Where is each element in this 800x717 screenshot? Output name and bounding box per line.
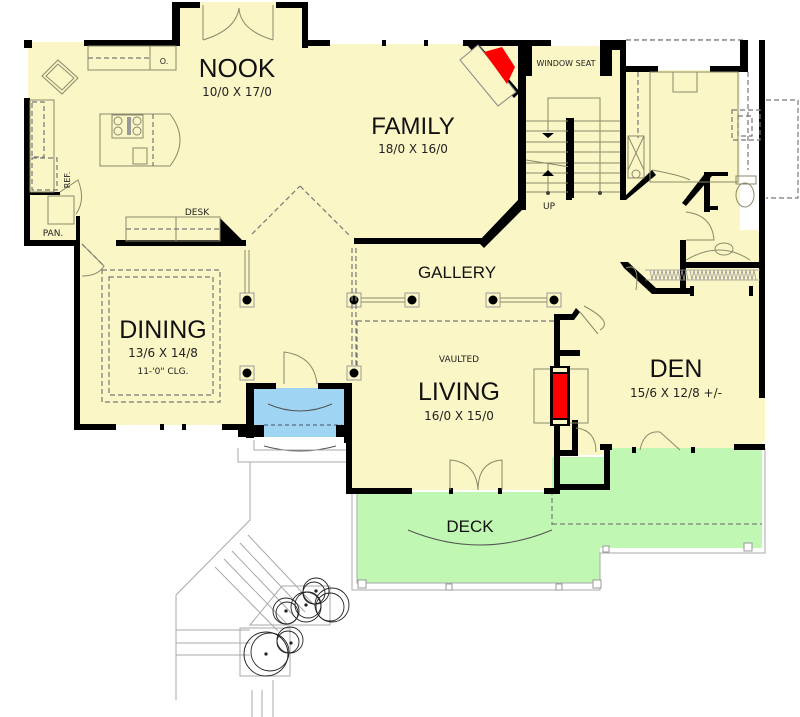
exterior-dashed bbox=[626, 39, 799, 199]
refrigerator-label: REF. bbox=[63, 172, 72, 188]
fixture-labels: DESK PAN. REF. O. WINDOW SEAT UP bbox=[43, 57, 596, 239]
room-labels: NOOK 10/0 X 17/0 FAMILY 18/0 X 16/0 DINI… bbox=[119, 53, 722, 536]
room-name-nook: NOOK bbox=[199, 53, 276, 83]
room-name-dining: DINING bbox=[119, 316, 207, 344]
room-name-den: DEN bbox=[650, 355, 703, 383]
oven-label: O. bbox=[160, 57, 169, 66]
shrubs bbox=[243, 577, 350, 677]
stairs-up-label: UP bbox=[543, 202, 556, 212]
window-seat-label: WINDOW SEAT bbox=[536, 59, 595, 68]
room-dims-den: 15/6 X 12/8 +/- bbox=[630, 386, 722, 400]
floor-fill bbox=[28, 8, 765, 490]
pantry-label: PAN. bbox=[43, 229, 64, 239]
columns bbox=[239, 248, 562, 381]
room-name-gallery: GALLERY bbox=[418, 263, 496, 282]
fixtures bbox=[29, 2, 761, 491]
room-name-family: FAMILY bbox=[371, 113, 455, 140]
entry-area bbox=[253, 388, 348, 452]
room-name-deck: DECK bbox=[446, 517, 494, 536]
room-dims-dining: 13/6 X 14/8 bbox=[128, 346, 198, 360]
room-dims-nook: 10/0 X 17/0 bbox=[202, 85, 272, 99]
room-note-dining: 11-'0" CLG. bbox=[137, 367, 188, 377]
room-note-living: VAULTED bbox=[439, 355, 479, 365]
room-dims-living: 16/0 X 15/0 bbox=[424, 409, 494, 423]
deck-area bbox=[351, 448, 766, 591]
desk-label: DESK bbox=[185, 208, 210, 218]
room-name-living: LIVING bbox=[418, 378, 500, 406]
exterior-steps bbox=[175, 448, 348, 717]
closet-hatch bbox=[645, 269, 760, 281]
room-dims-family: 18/0 X 16/0 bbox=[378, 142, 448, 156]
